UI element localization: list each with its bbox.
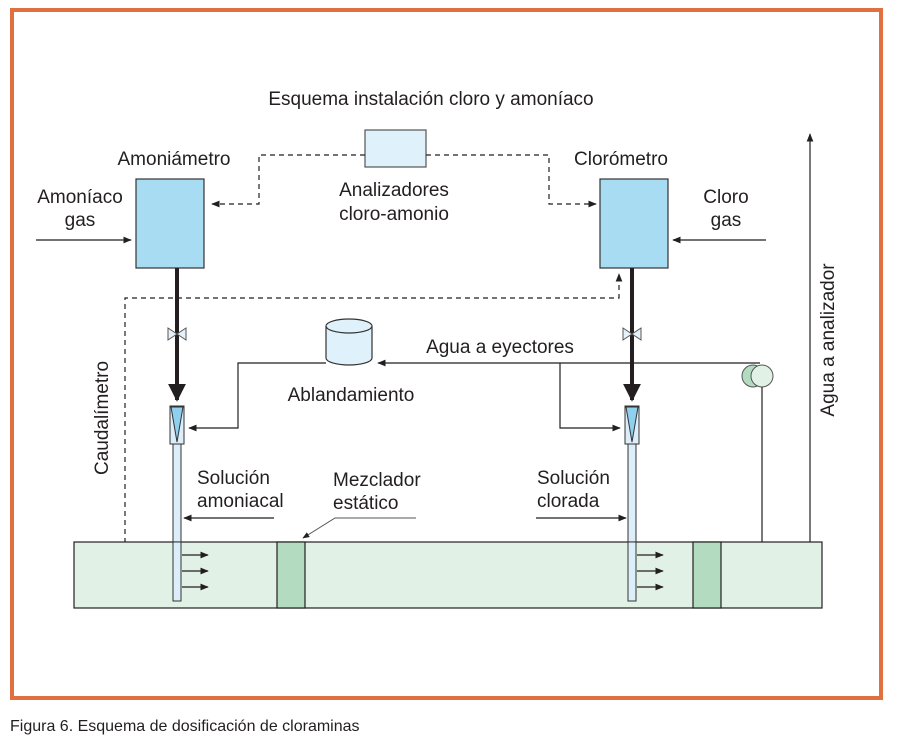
caudalimetro-label: Caudalímetro: [92, 361, 113, 475]
caudalimetro-signal-line: [124, 273, 623, 543]
analyzer-box: [364, 129, 427, 168]
mezclador-pointer: [302, 517, 416, 539]
amoniametro-label: Amoniámetro: [118, 149, 231, 170]
signal-line-to-clorometro: [426, 154, 597, 208]
amoniaco-gas-label-line1: Amoníaco: [37, 187, 123, 208]
static-mixer-1: [276, 541, 306, 609]
amoniaco-gas-label-line2: gas: [65, 210, 96, 231]
diagram-title: Esquema instalación cloro y amoníaco: [268, 89, 593, 110]
ammonia-injection-arrows: [182, 551, 209, 591]
mezclador-label-line1: Mezclador: [333, 470, 421, 491]
softener-tank-icon: [325, 318, 373, 366]
chlorine-valve-icon: [622, 327, 642, 341]
agua-eyectores-label: Agua a eyectores: [426, 337, 574, 358]
solucion-clorada-label-line1: Solución: [537, 468, 610, 489]
analyzer-label-line2: cloro-amonio: [339, 204, 449, 225]
ablandamiento-label: Ablandamiento: [288, 385, 415, 406]
chlorine-injection-arrows: [637, 551, 664, 591]
clorometro-box: [599, 178, 669, 269]
solucion-clorada-label-line2: clorada: [537, 491, 600, 512]
ammonia-tube-in-pipe: [172, 541, 182, 602]
cloro-gas-label-line2: gas: [711, 210, 742, 231]
chlorine-tube-in-pipe: [627, 541, 637, 602]
cloro-gas-label-line1: Cloro: [703, 187, 748, 208]
solucion-amoniacal-label-line2: amoniacal: [197, 491, 284, 512]
ammonia-valve-icon: [167, 327, 187, 341]
agua-analizador-label: Agua a analizador: [818, 263, 839, 417]
softened-water-to-ammonia-ejector: [188, 362, 326, 432]
figure-caption: Figura 6. Esquema de dosificación de clo…: [10, 718, 360, 735]
signal-line-to-amoniametro: [211, 154, 365, 208]
solucion-amoniacal-label-line1: Solución: [197, 468, 270, 489]
clorometro-label: Clorómetro: [574, 149, 668, 170]
analyzer-label-line1: Analizadores: [339, 180, 449, 201]
pump-icon: [741, 364, 774, 388]
mezclador-label-line2: estático: [333, 493, 398, 514]
static-mixer-2: [692, 541, 722, 609]
water-to-chlorine-ejector: [559, 363, 621, 432]
amoniametro-box: [135, 178, 205, 269]
